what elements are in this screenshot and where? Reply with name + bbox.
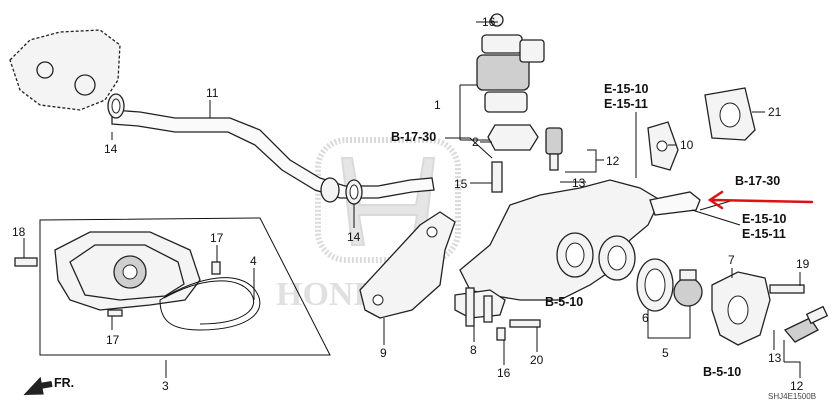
gasket-10 — [647, 121, 679, 171]
callout-9: 9 — [380, 346, 387, 360]
callout-16-top: 16 — [482, 15, 496, 29]
callout-17-lower: 17 — [106, 333, 120, 347]
callout-10: 10 — [680, 138, 694, 152]
callout-16-bottom: 16 — [497, 366, 511, 380]
callout-14-right: 14 — [347, 230, 361, 244]
reference-codes: B-17-30 E-15-10 E-15-11 B-17-30 E-15-10 … — [391, 82, 787, 379]
callout-2: 2 — [472, 135, 479, 149]
red-annotation-arrow — [707, 190, 814, 210]
callout-13-lower: 13 — [768, 351, 782, 365]
ref-e-15-11-top: E-15-11 — [604, 97, 648, 111]
ref-e-15-10-right: E-15-10 — [742, 212, 787, 226]
callout-15: 15 — [454, 177, 468, 191]
callout-12-upper: 12 — [606, 154, 620, 168]
bolt-19 — [769, 284, 805, 294]
ref-b-5-10-right: B-5-10 — [703, 365, 741, 379]
bracket-9 — [359, 211, 456, 319]
callout-3: 3 — [162, 379, 169, 393]
water-pump-box — [14, 217, 331, 356]
ref-b-5-10-center: B-5-10 — [545, 295, 583, 309]
water-pipe — [111, 109, 435, 199]
thermostat-5 — [673, 269, 703, 307]
ref-b-17-30-left: B-17-30 — [391, 130, 436, 144]
callout-6: 6 — [642, 311, 649, 325]
callout-14-left: 14 — [104, 142, 118, 156]
sensor-12-upper — [545, 127, 563, 171]
front-direction-label: FR. — [54, 376, 74, 390]
ref-e-15-10-top: E-15-10 — [604, 82, 649, 96]
gasket-6 — [636, 258, 674, 312]
callout-19: 19 — [796, 257, 810, 271]
callout-5: 5 — [662, 346, 669, 360]
leader-lines — [23, 21, 801, 378]
callout-8: 8 — [470, 343, 477, 357]
engine-block — [9, 29, 121, 111]
callout-1: 1 — [434, 98, 441, 112]
callout-12-lower: 12 — [790, 379, 804, 393]
egr-valve — [476, 13, 545, 151]
callout-20: 20 — [530, 353, 544, 367]
diagram-code: SHJ4E1500B — [768, 392, 816, 400]
callout-numbers: 16 1 2 11 14 14 15 12 13 10 21 18 17 4 1… — [12, 15, 810, 393]
ref-e-15-11-right: E-15-11 — [742, 227, 786, 241]
gasket-21 — [704, 87, 756, 141]
callout-7: 7 — [728, 253, 735, 267]
o-ring-14-right — [320, 177, 363, 205]
ref-b-17-30-right: B-17-30 — [735, 174, 780, 188]
sensor-12-lower — [783, 305, 829, 343]
callout-18: 18 — [12, 225, 26, 239]
callout-11: 11 — [206, 86, 219, 100]
callout-4: 4 — [250, 254, 257, 268]
bolts-8-20-16 — [465, 287, 541, 341]
callout-21: 21 — [768, 105, 782, 119]
bolt-15 — [491, 161, 503, 193]
thermostat-cover-7 — [711, 271, 771, 346]
o-ring-14-left — [107, 93, 125, 119]
callout-17-upper: 17 — [210, 231, 224, 245]
front-direction-arrow: FR. — [23, 376, 74, 396]
callout-13-upper: 13 — [572, 176, 586, 190]
